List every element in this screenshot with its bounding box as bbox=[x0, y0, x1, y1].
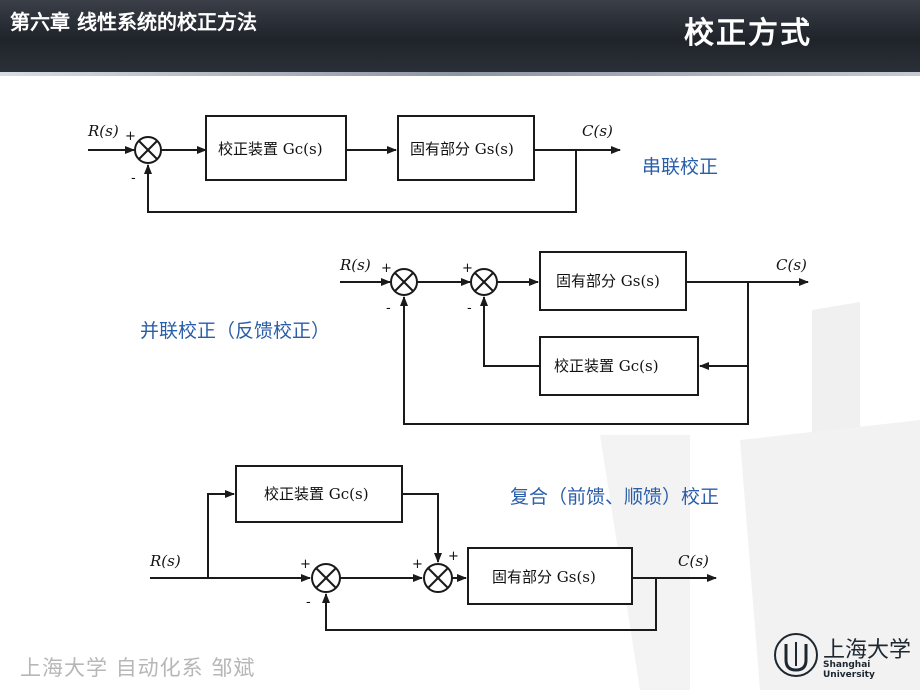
label-series-correction: 串联校正 bbox=[642, 156, 719, 178]
minus-sign: - bbox=[131, 171, 136, 186]
diagram-series: R(s) C(s) + - 校正装置 Gc(s) 固有部分 Gs(s) bbox=[87, 115, 621, 213]
feedback-label: 校正装置 Gc(s) bbox=[554, 357, 659, 375]
feedforward-block bbox=[235, 465, 403, 523]
plant-label: 固有部分 Gs(s) bbox=[556, 272, 660, 290]
university-name-en: Shanghai University bbox=[823, 660, 875, 680]
slide-header: 第六章 线性系统的校正方法 校正方式 bbox=[0, 0, 920, 72]
controller-label: 校正装置 Gc(s) bbox=[218, 140, 323, 158]
minus-sign: - bbox=[467, 301, 472, 316]
diagram-compound: R(s) C(s) + - + + 校正装置 Gc(s) 固有部分 Gs(s) bbox=[149, 465, 717, 631]
plant-block bbox=[397, 115, 535, 181]
minus-sign: - bbox=[306, 595, 311, 610]
label-compound-correction: 复合（前馈、顺馈）校正 bbox=[510, 486, 720, 508]
header-divider bbox=[0, 72, 920, 76]
footer-text: 上海大学 自动化系 邹斌 bbox=[20, 656, 256, 680]
university-logo: 上海大学 Shanghai University bbox=[773, 630, 913, 682]
university-name: 上海大学 bbox=[823, 638, 912, 663]
controller-block bbox=[205, 115, 347, 181]
university-emblem-icon bbox=[774, 633, 818, 677]
plus-sign: + bbox=[412, 557, 423, 572]
minus-sign: - bbox=[386, 301, 391, 316]
input-label: R(s) bbox=[87, 122, 119, 140]
plant-block bbox=[539, 251, 687, 311]
output-label: C(s) bbox=[582, 122, 613, 140]
plant-block bbox=[467, 547, 633, 605]
plus-sign: + bbox=[448, 549, 459, 564]
chapter-title: 第六章 线性系统的校正方法 bbox=[10, 10, 257, 34]
output-label: C(s) bbox=[678, 552, 709, 570]
plus-sign: + bbox=[300, 557, 311, 572]
plus-sign: + bbox=[125, 129, 136, 144]
plant-label: 固有部分 Gs(s) bbox=[492, 568, 596, 586]
plus-sign: + bbox=[462, 261, 473, 276]
feedforward-label: 校正装置 Gc(s) bbox=[264, 485, 369, 503]
diagram-parallel: R(s) C(s) + - + - 固有部分 Gs(s) 校正装置 Gc(s) bbox=[339, 251, 809, 425]
label-parallel-correction: 并联校正（反馈校正） bbox=[140, 320, 331, 342]
plus-sign: + bbox=[381, 261, 392, 276]
slide-title: 校正方式 bbox=[684, 16, 812, 51]
input-label: R(s) bbox=[149, 552, 181, 570]
output-label: C(s) bbox=[776, 256, 807, 274]
plant-label: 固有部分 Gs(s) bbox=[410, 140, 514, 158]
input-label: R(s) bbox=[339, 256, 371, 274]
